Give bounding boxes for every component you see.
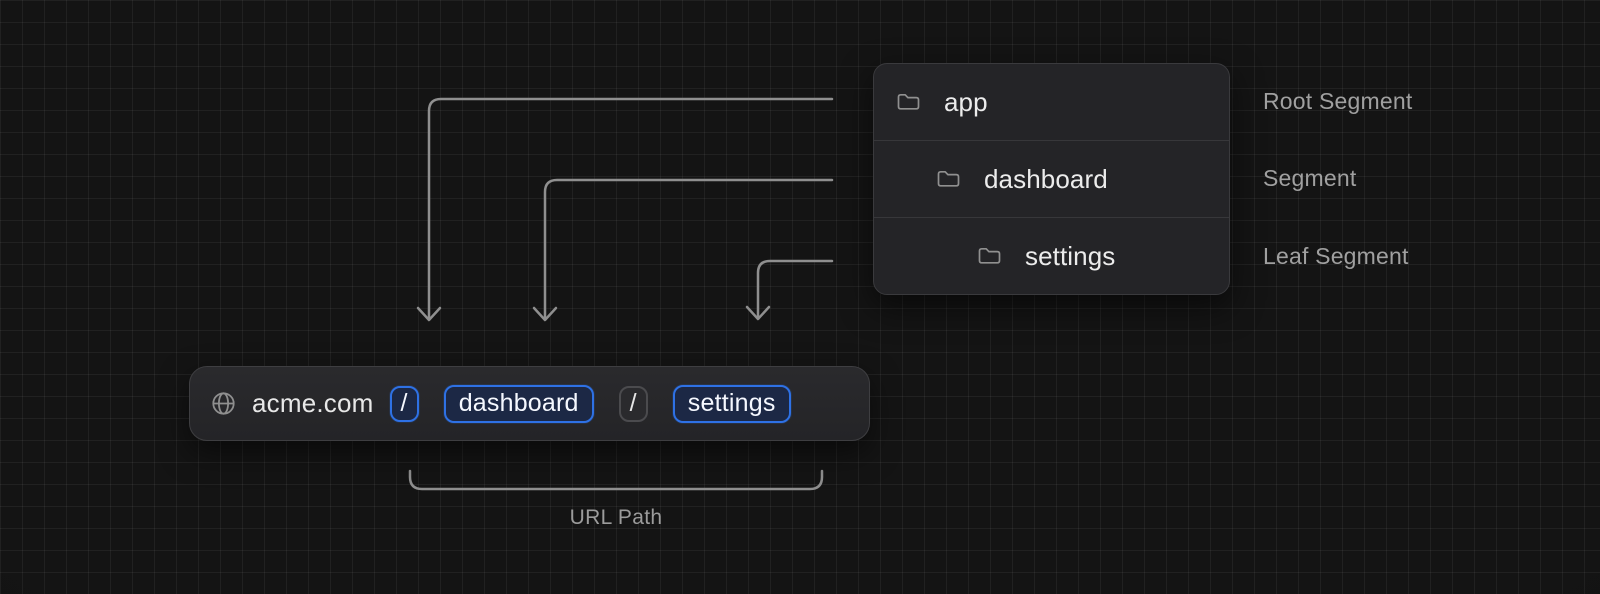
folder-icon (936, 168, 961, 190)
annotation-segment: Segment (1263, 165, 1357, 192)
url-path-bracket (408, 469, 824, 491)
arrow-app-to-root-segment (416, 97, 834, 322)
folder-icon (896, 91, 921, 113)
annotation-root-segment: Root Segment (1263, 88, 1413, 115)
url-separator-slash: / (618, 385, 648, 422)
arrow-down-icon (532, 306, 558, 322)
tree-row-settings: settings (874, 217, 1229, 294)
folder-icon (977, 245, 1002, 267)
browser-url-bar: acme.com / dashboard / settings (189, 366, 870, 441)
route-folder-panel: app dashboard settings (873, 63, 1230, 295)
arrow-down-icon (745, 305, 771, 321)
segment-annotations: Root Segment Segment Leaf Segment (1263, 63, 1563, 295)
url-segments: / dashboard / settings (389, 384, 791, 423)
tree-row-dashboard: dashboard (874, 140, 1229, 217)
url-segment-settings: settings (672, 384, 791, 423)
segment-folder-name: settings (1025, 240, 1116, 271)
url-domain: acme.com (252, 388, 374, 418)
annotation-leaf-segment: Leaf Segment (1263, 242, 1409, 269)
segment-folder-name: app (944, 86, 988, 117)
url-path-caption: URL Path (569, 506, 663, 529)
url-segment-root-slash: / (389, 385, 419, 422)
arrow-dashboard-to-segment (532, 178, 834, 322)
globe-icon (210, 390, 237, 417)
segment-folder-name: dashboard (984, 163, 1108, 194)
arrow-down-icon (416, 306, 442, 322)
tree-row-app: app (874, 64, 1229, 140)
arrow-settings-to-leaf-segment (745, 259, 834, 321)
url-segment-dashboard: dashboard (443, 384, 594, 423)
